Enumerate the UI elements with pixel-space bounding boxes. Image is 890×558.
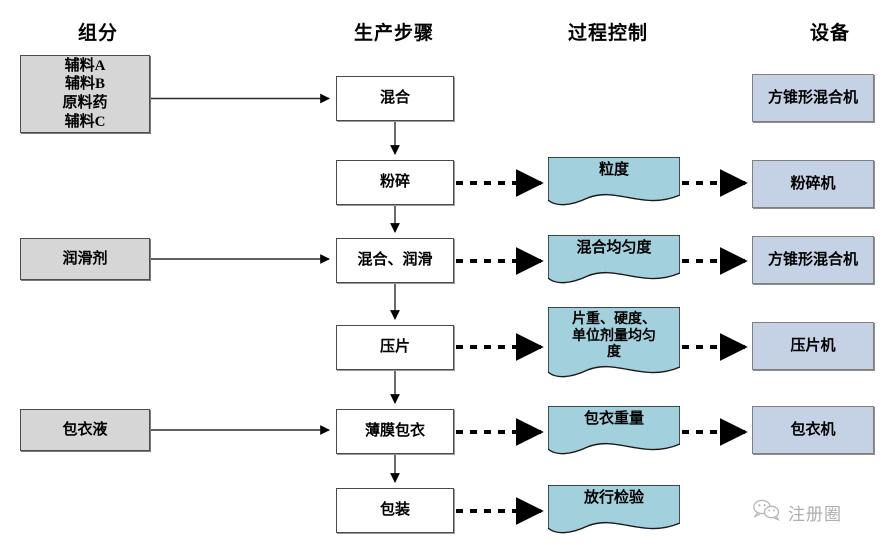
step-label: 薄膜包衣 [364, 423, 425, 440]
control-label: 混合均匀度 [576, 240, 652, 256]
step-box-packaging[interactable]: 包装 [336, 488, 454, 533]
step-label: 混合、润滑 [357, 252, 433, 269]
equipment-box-cone-blender-2[interactable]: 方锥形混合机 [752, 236, 874, 284]
control-shape-particle-size[interactable]: 粒度 [548, 157, 680, 209]
equipment-box-cone-blender-1[interactable]: 方锥形混合机 [752, 74, 874, 122]
step-box-film-coating[interactable]: 薄膜包衣 [336, 409, 454, 454]
control-label: 粒度 [598, 162, 629, 178]
watermark-label: 注册圈 [788, 505, 842, 524]
column-header-process-steps: 生产步骤 [353, 23, 434, 44]
control-label: 放行检验 [583, 490, 644, 506]
component-box-lubricant[interactable]: 润滑剂 [20, 238, 150, 280]
equipment-label: 粉碎机 [790, 175, 836, 192]
equipment-label: 方锥形混合机 [767, 89, 858, 106]
control-shape-release-test[interactable]: 放行检验 [548, 485, 680, 537]
step-label: 包装 [379, 502, 410, 519]
watermark: 注册圈 [752, 498, 842, 527]
component-label: 辅料A 辅料B 原料药 辅料C [62, 57, 108, 130]
equipment-label: 方锥形混合机 [767, 251, 858, 268]
equipment-box-coating-pan[interactable]: 包衣机 [752, 406, 874, 454]
step-box-tableting[interactable]: 压片 [336, 325, 454, 370]
column-header-equipment: 设备 [809, 23, 850, 44]
control-shape-tablet-quality[interactable]: 片重、硬度、 单位剂量均匀 度 [548, 307, 680, 381]
step-label: 压片 [379, 339, 410, 356]
component-box-excipients[interactable]: 辅料A 辅料B 原料药 辅料C [20, 55, 150, 133]
column-header-components: 组分 [77, 23, 118, 44]
equipment-label: 包衣机 [790, 421, 836, 438]
step-box-mix-lube[interactable]: 混合、润滑 [336, 238, 454, 283]
step-box-mixing[interactable]: 混合 [336, 76, 454, 121]
wechat-icon [752, 498, 782, 527]
component-box-coating-solution[interactable]: 包衣液 [20, 409, 150, 451]
step-label: 粉碎 [379, 174, 410, 191]
component-label: 润滑剂 [62, 250, 108, 267]
control-shape-blend-uniformity[interactable]: 混合均匀度 [548, 235, 680, 287]
control-label: 片重、硬度、 单位剂量均匀 度 [572, 312, 656, 361]
column-header-process-control: 过程控制 [567, 23, 648, 44]
control-label: 包衣重量 [583, 411, 644, 427]
component-label: 包衣液 [62, 421, 108, 438]
equipment-label: 压片机 [790, 337, 836, 354]
control-shape-coating-weight[interactable]: 包衣重量 [548, 406, 680, 458]
equipment-box-mill[interactable]: 粉碎机 [752, 160, 874, 208]
step-label: 混合 [379, 90, 410, 107]
step-box-milling[interactable]: 粉碎 [336, 160, 454, 205]
equipment-box-tablet-press[interactable]: 压片机 [752, 322, 874, 370]
